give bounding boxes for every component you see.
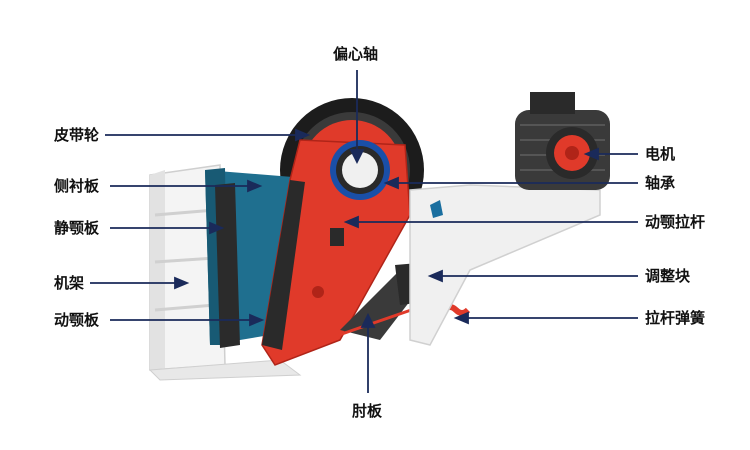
label-fixed-jaw-plate: 静颚板 bbox=[54, 219, 100, 237]
label-belt-pulley: 皮带轮 bbox=[54, 126, 100, 144]
rear-frame bbox=[409, 184, 601, 346]
label-tie-rod-spring: 拉杆弹簧 bbox=[645, 309, 706, 327]
label-side-liner: 侧衬板 bbox=[54, 177, 100, 195]
label-bearing: 轴承 bbox=[645, 174, 676, 192]
leader-lines bbox=[90, 70, 638, 393]
eccentric-shaft-bearing bbox=[330, 140, 390, 200]
label-eccentric-shaft: 偏心轴 bbox=[333, 45, 379, 63]
motor bbox=[515, 92, 610, 190]
label-frame: 机架 bbox=[54, 274, 85, 292]
label-motor: 电机 bbox=[645, 145, 676, 163]
fixed-jaw-plate bbox=[215, 183, 240, 348]
label-toggle-plate: 肘板 bbox=[352, 402, 383, 420]
label-adjusting-block: 调整块 bbox=[645, 267, 691, 285]
label-moving-jaw-tie-rod: 动颚拉杆 bbox=[645, 213, 706, 231]
label-moving-jaw-plate: 动颚板 bbox=[54, 311, 100, 329]
